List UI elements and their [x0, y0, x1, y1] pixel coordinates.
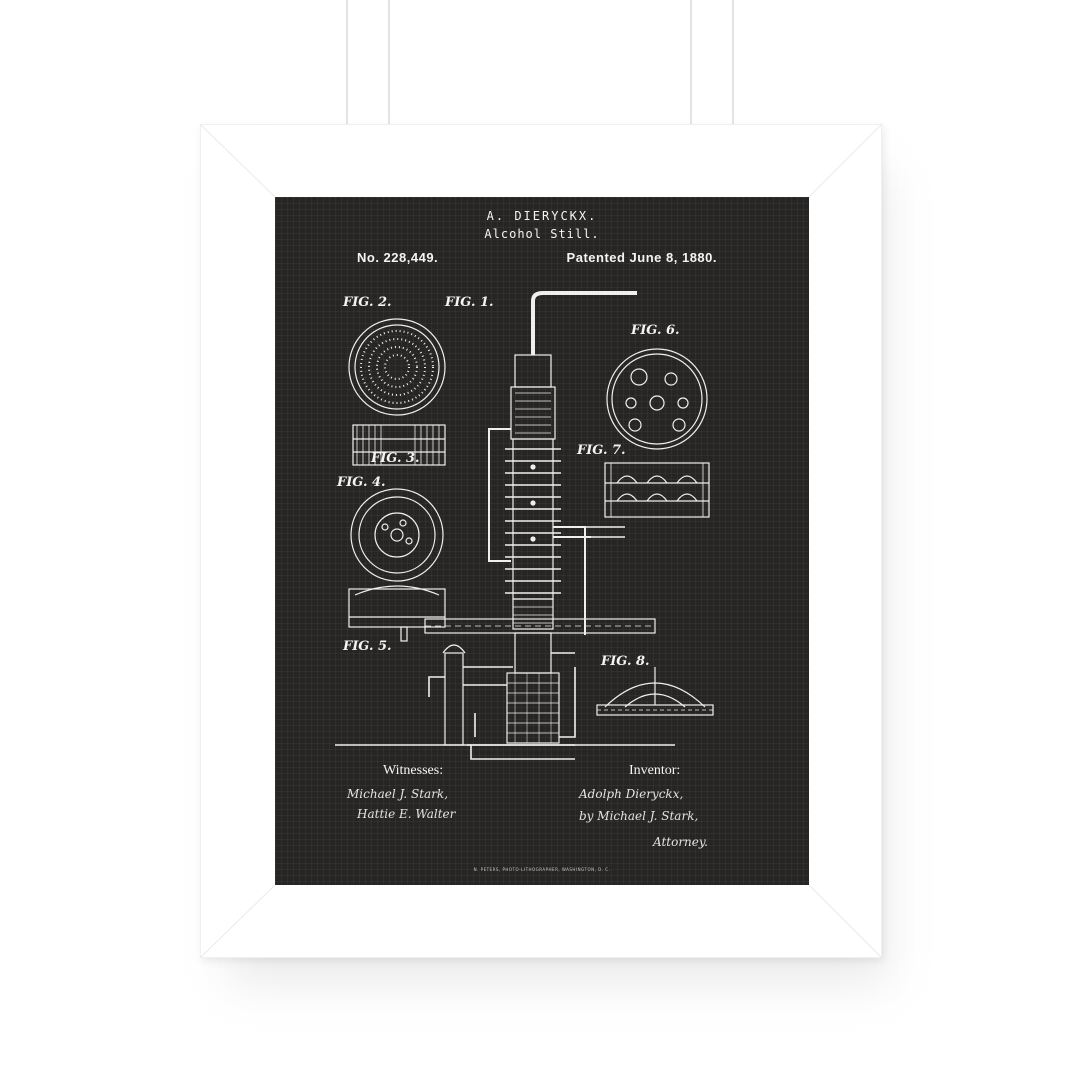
patent-poster: A. DIERYCKX. Alcohol Still. No. 228,449.… [275, 197, 809, 885]
witness-signature-2: Hattie E. Walter [357, 807, 456, 821]
printer-credit: N. PETERS, PHOTO-LITHOGRAPHER, WASHINGTO… [473, 867, 611, 872]
attorney-label: Attorney. [653, 835, 708, 849]
fig8-label: FIG. 8. [601, 654, 650, 669]
fig4-ring-disc [350, 488, 444, 582]
witnesses-label: Witnesses: [383, 763, 444, 778]
hanging-wire-left-2 [388, 0, 390, 126]
fig8-dome-cap [596, 667, 714, 716]
fig1-label: FIG. 1. [445, 295, 494, 310]
witness-signature-1: Michael J. Stark, [347, 787, 449, 801]
fig5-basin-section [348, 585, 446, 642]
attorney-signature: by Michael J. Stark, [579, 809, 699, 823]
frame-bevel [200, 124, 882, 958]
fig7-bell-cap-section [604, 462, 710, 518]
patent-date: Patented June 8, 1880. [566, 250, 717, 265]
inventor-label: Inventor: [629, 763, 681, 778]
inventor-name: A. DIERYCKX. [486, 209, 598, 223]
invention-title: Alcohol Still. [484, 227, 600, 241]
hanging-wire-left-1 [346, 0, 348, 126]
patent-number: No. 228,449. [357, 250, 439, 265]
inventor-signature: Adolph Dieryckx, [579, 787, 684, 801]
fig1-distillation-column [335, 291, 675, 760]
hanging-wire-right-2 [732, 0, 734, 126]
still-patent-drawing [335, 291, 714, 760]
fig2-label: FIG. 2. [343, 295, 392, 310]
fig7-label: FIG. 7. [577, 443, 626, 458]
fig3-label: FIG. 3. [371, 451, 420, 466]
fig2-perforated-disc [348, 318, 446, 416]
fig6-label: FIG. 6. [631, 323, 680, 338]
fig6-top-plate [606, 348, 708, 450]
fig4-label: FIG. 4. [337, 475, 386, 490]
fig5-label: FIG. 5. [343, 639, 392, 654]
fig3-stacked-trays [352, 424, 446, 466]
hanging-wire-right-1 [690, 0, 692, 126]
